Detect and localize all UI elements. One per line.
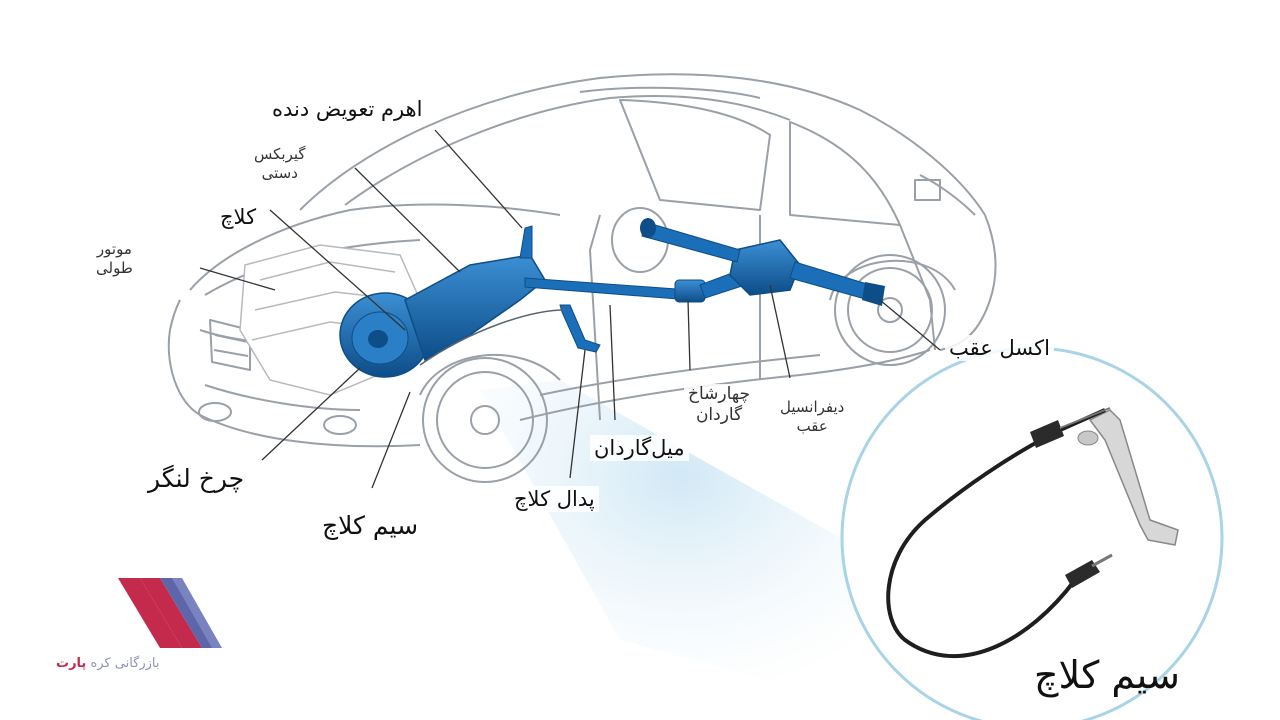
label-clutch: کلاچ xyxy=(216,204,261,231)
label-rear-differential-line1: دیفرانسیل xyxy=(780,398,845,416)
label-engine-line2: طولی xyxy=(96,258,133,277)
inset-title: سیم کلاچ xyxy=(1034,653,1180,697)
universal-joint xyxy=(674,279,706,303)
car-body xyxy=(167,73,997,448)
label-engine: موتور طولی xyxy=(92,240,137,278)
label-rear-differential: دیفرانسیل عقب xyxy=(776,398,849,436)
label-manual-gearbox: گیربکس دستی xyxy=(250,145,310,183)
gearbox-body xyxy=(404,254,546,362)
drivetrain xyxy=(339,218,885,378)
driveshaft xyxy=(524,277,691,301)
glow-cone xyxy=(480,380,880,700)
leader-lines xyxy=(199,129,941,489)
inset-pedal xyxy=(1088,409,1179,546)
inset-clutch-cable xyxy=(840,346,1224,720)
front-wheel xyxy=(419,353,561,483)
logo-text-part2: پارت xyxy=(56,656,87,671)
label-clutch-pedal: پدال کلاچ xyxy=(510,486,599,513)
label-engine-line1: موتور xyxy=(96,240,132,258)
clutch-cable-path xyxy=(419,309,566,366)
rear-axle-left xyxy=(641,221,741,263)
label-rear-differential-line2: عقب xyxy=(796,416,828,435)
rear-differential xyxy=(729,239,801,296)
shift-lever xyxy=(519,225,533,259)
inset-cable xyxy=(886,408,1106,659)
label-universal-joint-line2: گاردان xyxy=(695,405,743,426)
logo-text-part1: بازرگانی کره xyxy=(90,656,160,671)
label-shift-lever: اهرم تعویض دنده xyxy=(268,96,427,123)
label-universal-joint: چهارشاخ گاردان xyxy=(684,384,755,427)
logo-text: بازرگانی کره پارت xyxy=(56,656,160,671)
label-manual-gearbox-line2: دستی xyxy=(261,163,298,182)
label-clutch-cable: سیم کلاچ xyxy=(318,510,423,542)
label-driveshaft: میل‌گاردان xyxy=(590,435,689,462)
label-rear-axle: اکسل عقب xyxy=(945,335,1054,362)
clutch-pedal xyxy=(559,304,601,353)
logo-mark xyxy=(118,578,222,648)
label-universal-joint-line1: چهارشاخ xyxy=(688,384,751,404)
label-manual-gearbox-line1: گیربکس xyxy=(254,145,306,163)
label-flywheel: چرخ لنگر xyxy=(144,463,249,495)
